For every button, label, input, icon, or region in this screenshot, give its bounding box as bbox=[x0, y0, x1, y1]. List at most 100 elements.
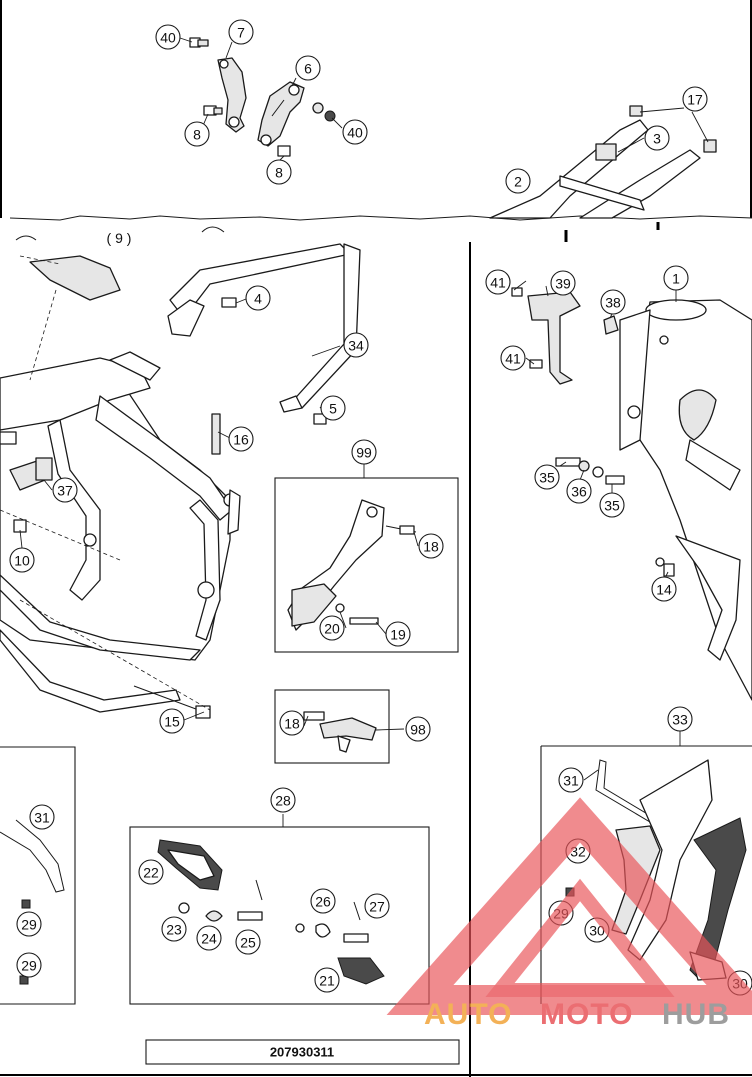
callout-number: 14 bbox=[656, 582, 672, 598]
callout-circle bbox=[196, 925, 222, 951]
callout-number: 41 bbox=[490, 275, 506, 291]
callout-number: 18 bbox=[423, 539, 439, 555]
callout-number: 25 bbox=[240, 935, 256, 951]
callout-circle bbox=[319, 615, 345, 641]
callout-number: 20 bbox=[324, 621, 340, 637]
callout-circle bbox=[599, 492, 625, 518]
callout-number: 40 bbox=[347, 125, 363, 141]
callout-number: 16 bbox=[233, 432, 249, 448]
bottom-left-box bbox=[0, 746, 76, 1005]
callout-number: 28 bbox=[275, 793, 291, 809]
callout-c6: 6 bbox=[295, 55, 321, 81]
callout-circle bbox=[500, 345, 526, 371]
callout-c24: 24 bbox=[196, 925, 222, 951]
frame-bolts-left bbox=[0, 297, 327, 719]
callout-circle bbox=[16, 952, 42, 978]
callout-circle bbox=[52, 477, 78, 503]
callout-c22: 22 bbox=[138, 859, 164, 885]
callout-c39: 39 bbox=[550, 270, 576, 296]
callout-circle bbox=[310, 888, 336, 914]
diagram-code: 207930311 bbox=[270, 1045, 334, 1060]
callout-circle bbox=[364, 893, 390, 919]
watermark-auto: AUTO bbox=[424, 998, 512, 1031]
callout-c35b: 35 bbox=[599, 492, 625, 518]
callout-number: 98 bbox=[410, 722, 426, 738]
callout-circle bbox=[644, 125, 670, 151]
top-reference-label: ( 9 ) bbox=[107, 230, 132, 246]
callout-circle bbox=[314, 967, 340, 993]
partial-callout-arc-left bbox=[15, 235, 37, 241]
callout-c1: 1 bbox=[663, 265, 689, 291]
callout-circle bbox=[600, 289, 626, 315]
callout-number: 15 bbox=[164, 714, 180, 730]
callout-circle bbox=[228, 426, 254, 452]
automotohub-watermark: AUTO MOTO HUB bbox=[386, 797, 752, 1031]
callout-circle bbox=[266, 159, 292, 185]
callout-c37: 37 bbox=[52, 477, 78, 503]
callout-number: 37 bbox=[57, 483, 73, 499]
callout-circle bbox=[9, 547, 35, 573]
callout-c41b: 41 bbox=[500, 345, 526, 371]
callout-c10: 10 bbox=[9, 547, 35, 573]
callout-circle bbox=[270, 787, 296, 813]
callout-circle bbox=[405, 716, 431, 742]
callout-number: 35 bbox=[539, 470, 555, 486]
callout-c31b: 31 bbox=[558, 767, 584, 793]
callout-number: 5 bbox=[329, 401, 337, 417]
callout-c8b: 8 bbox=[266, 159, 292, 185]
callout-circle bbox=[228, 19, 254, 45]
callout-circle bbox=[343, 332, 369, 358]
callout-number: 17 bbox=[687, 92, 703, 108]
callout-number: 8 bbox=[275, 165, 283, 181]
frame-head-right bbox=[619, 299, 752, 701]
callout-number: 6 bbox=[304, 61, 312, 77]
callout-circle bbox=[682, 86, 708, 112]
callout-number: 21 bbox=[319, 973, 335, 989]
callout-c23: 23 bbox=[161, 916, 187, 942]
callout-c40b: 40 bbox=[342, 119, 368, 145]
callout-number: 31 bbox=[563, 773, 579, 789]
callout-c7: 7 bbox=[228, 19, 254, 45]
callout-number: 35 bbox=[604, 498, 620, 514]
callout-c27: 27 bbox=[364, 893, 390, 919]
callout-number: 7 bbox=[237, 25, 245, 41]
callout-c33: 33 bbox=[667, 706, 693, 732]
callout-number: 24 bbox=[201, 931, 217, 947]
callout-circle bbox=[351, 439, 377, 465]
callout-number: 4 bbox=[254, 291, 262, 307]
footpeg-box-28 bbox=[129, 826, 430, 1005]
callout-circle bbox=[279, 710, 305, 736]
callout-c35a: 35 bbox=[534, 464, 560, 490]
callout-number: 22 bbox=[143, 865, 159, 881]
callout-number: 31 bbox=[34, 810, 50, 826]
callout-number: 18 bbox=[284, 716, 300, 732]
callout-number: 27 bbox=[369, 899, 385, 915]
callout-c5: 5 bbox=[320, 395, 346, 421]
callout-c36: 36 bbox=[566, 478, 592, 504]
chain-guide-box-99 bbox=[274, 477, 459, 653]
callout-number: 39 bbox=[555, 276, 571, 292]
callout-circle bbox=[418, 533, 444, 559]
callout-c19: 19 bbox=[385, 621, 411, 647]
watermark-hub: HUB bbox=[662, 998, 730, 1031]
callout-circle bbox=[550, 270, 576, 296]
chain-slider-box-98 bbox=[274, 689, 390, 764]
callout-circle bbox=[667, 706, 693, 732]
callout-circle bbox=[184, 121, 210, 147]
callout-c21: 21 bbox=[314, 967, 340, 993]
callout-c15: 15 bbox=[159, 708, 185, 734]
callout-number: 99 bbox=[356, 445, 372, 461]
callout-number: 40 bbox=[160, 30, 176, 46]
callout-c34: 34 bbox=[343, 332, 369, 358]
callout-number: 10 bbox=[14, 553, 30, 569]
callout-circle bbox=[138, 859, 164, 885]
callout-number: 41 bbox=[505, 351, 521, 367]
callout-circle bbox=[161, 916, 187, 942]
callout-circle bbox=[485, 269, 511, 295]
callout-number: 3 bbox=[653, 131, 661, 147]
callout-circle bbox=[534, 464, 560, 490]
callout-c25: 25 bbox=[235, 929, 261, 955]
leader-lines bbox=[19, 37, 709, 827]
